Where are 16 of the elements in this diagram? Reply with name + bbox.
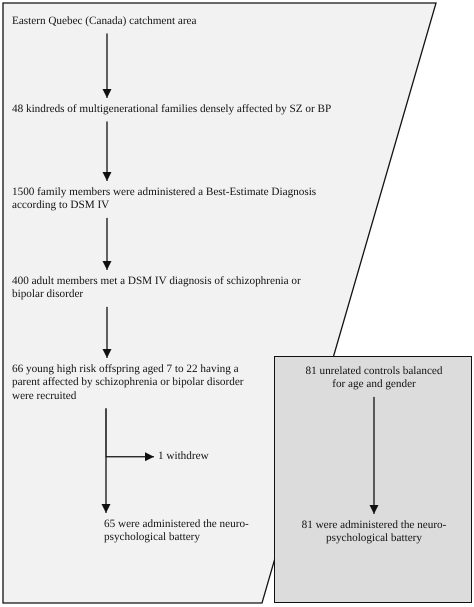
branch-label: 1 withdrew (158, 450, 228, 464)
arrow (102, 33, 112, 98)
step-text: 81 unrelated controls balanced for age and gender (299, 365, 449, 392)
step-text: 48 kindreds of multigenerational families densely affected by SZ or BP (12, 103, 352, 116)
arrow (102, 121, 112, 181)
arrow (105, 408, 154, 462)
step-text: Eastern Quebec (Canada) catchment area (12, 15, 272, 28)
arrow (102, 306, 112, 358)
arrow (102, 218, 112, 270)
step-text: 1500 family members were administered a Best-Estimate Diagnosis according to DSM IV (12, 186, 332, 213)
step-text: 65 were administered the neuro-psychological battery (104, 518, 254, 545)
control-group-box (274, 356, 472, 603)
step-text: 400 adult members met a DSM IV diagnosis of schizophrenia or bipolar disorder (12, 275, 312, 302)
step-text: 66 young high risk offspring aged 7 to 22 having a parent affected by schizophrenia or bipolar disorder were recruited (12, 363, 257, 404)
arrow (370, 396, 378, 514)
step-text: 81 were administered the neuro-psychological battery (289, 519, 459, 546)
